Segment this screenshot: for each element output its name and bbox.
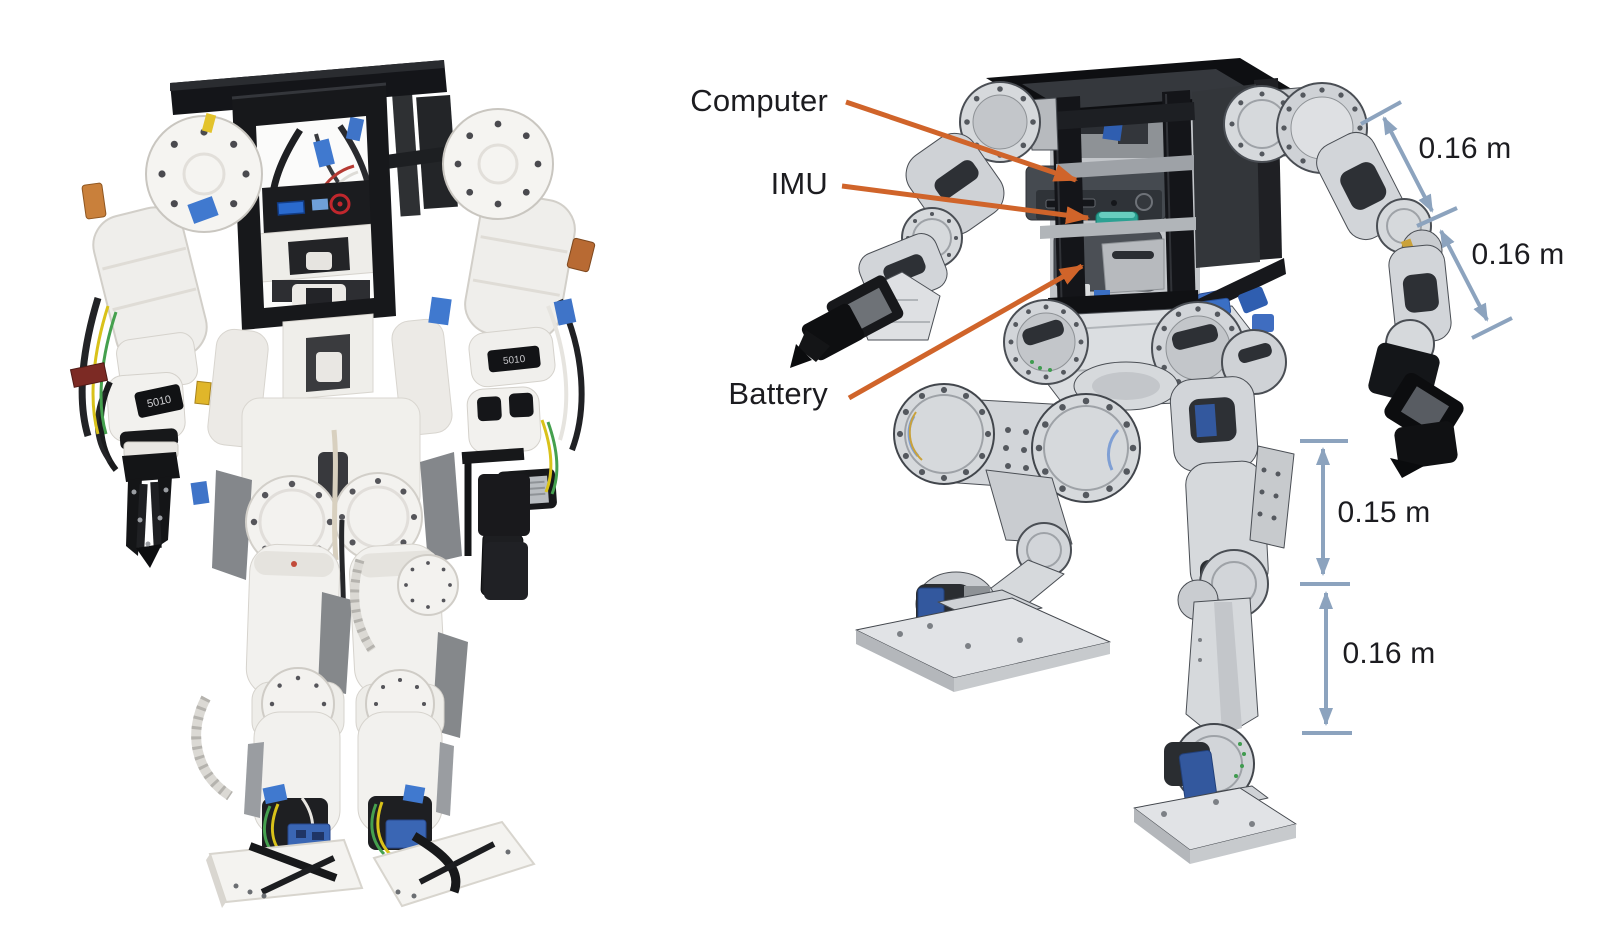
cad-left-leg — [855, 383, 1141, 692]
motor-label-text: 5010 — [503, 354, 527, 367]
photo-left-foot — [206, 838, 364, 908]
dim-label-shin: 0.16 m — [1342, 637, 1436, 670]
photo-left-gripper — [122, 452, 180, 568]
label-battery: Battery — [728, 376, 828, 411]
hip-joint-disk — [893, 383, 995, 485]
photo-torso-frame — [232, 84, 396, 330]
dimension-shin — [1302, 591, 1352, 735]
photo-right-forearm: 5010 — [466, 326, 556, 454]
knee-joint-disk — [1031, 393, 1141, 503]
photo-torso-interior — [250, 110, 380, 310]
label-computer: Computer — [690, 83, 828, 118]
physical-robot-photo: 5010 — [69, 60, 596, 908]
label-imu: IMU — [770, 166, 828, 201]
wire-connector — [81, 182, 107, 220]
photo-chest — [207, 313, 453, 448]
usb-port-icon — [276, 200, 306, 216]
dimension-upper-arm — [1360, 100, 1434, 213]
photo-left-shoulder-joint — [145, 113, 263, 233]
photo-computer-panel — [262, 180, 372, 236]
leg-side-box — [478, 474, 530, 536]
photo-left-forearm: 5010 — [106, 332, 212, 506]
cad-right-forearm — [1388, 244, 1452, 344]
photo-right-upper-arm — [464, 192, 576, 342]
photo-right-shoulder-joint — [442, 108, 554, 220]
dim-label-upper-arm: 0.16 m — [1418, 132, 1512, 165]
wire-connector — [566, 237, 596, 273]
arrow-imu — [841, 183, 1090, 225]
cad-left-foot — [855, 589, 1111, 692]
dimension-lines — [1300, 100, 1513, 735]
cad-right-foot — [1133, 785, 1297, 864]
motor-label-text: 5010 — [146, 394, 172, 411]
dimension-forearm — [1416, 206, 1513, 340]
photo-right-foot — [372, 820, 536, 908]
dim-label-forearm: 0.16 m — [1471, 238, 1565, 271]
leg-side-box — [484, 542, 528, 600]
dimension-thigh — [1300, 439, 1350, 586]
photo-left-arm-wiring — [69, 182, 119, 472]
cad-right-leg — [1133, 376, 1297, 864]
cad-robot-render — [790, 58, 1464, 864]
photo-right-arm-wiring — [428, 237, 596, 495]
cad-left-arm — [790, 81, 1059, 368]
photo-left-upper-arm — [92, 206, 208, 366]
component-annotation-arrows — [841, 99, 1090, 401]
dim-label-thigh: 0.15 m — [1337, 496, 1431, 529]
cad-left-gripper — [790, 275, 904, 368]
arrow-battery — [847, 263, 1084, 401]
arrow-computer — [845, 99, 1078, 183]
cad-right-gripper — [1368, 342, 1464, 478]
photo-pelvis — [212, 397, 462, 647]
